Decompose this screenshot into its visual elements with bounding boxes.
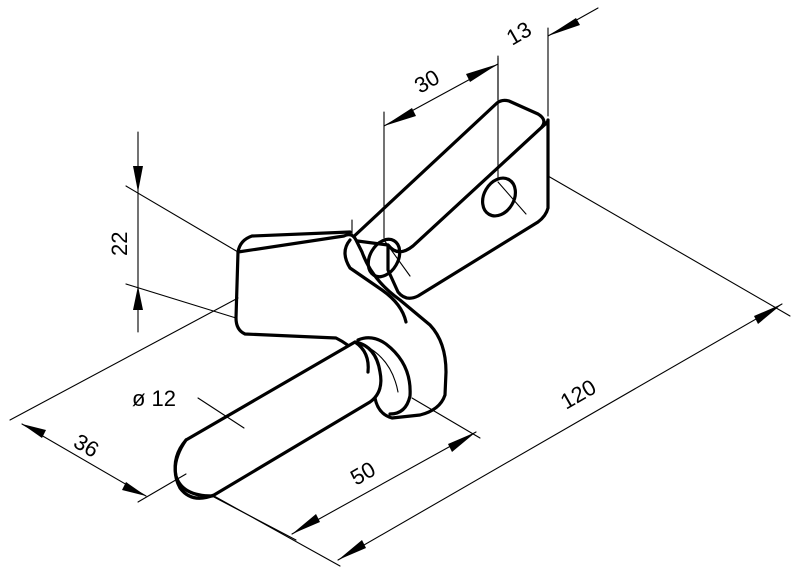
web-top-edge xyxy=(236,230,352,254)
flange-front-face xyxy=(386,118,550,300)
vertical-web xyxy=(234,233,448,420)
hole-right xyxy=(481,176,517,218)
ext-line-22-bottom xyxy=(125,283,237,319)
arrow-36-top xyxy=(22,424,46,438)
ext-line-120-right xyxy=(547,175,791,317)
ext-line-120-left xyxy=(213,495,341,567)
arrow-50-right xyxy=(448,432,476,452)
arrow-13 xyxy=(548,18,580,36)
dim-line-50 xyxy=(291,431,477,535)
arrow-30-left xyxy=(384,108,416,126)
pin-boss xyxy=(356,336,412,416)
arrow-22-top xyxy=(133,166,143,192)
flange-center-line xyxy=(383,239,411,277)
dim-text-13: 13 xyxy=(502,16,536,50)
arrow-120-left xyxy=(338,540,366,560)
arrow-36-bottom xyxy=(122,482,146,496)
ext-line-36-bottom xyxy=(137,473,187,503)
dim-text-50: 50 xyxy=(346,456,380,490)
arrow-30-right xyxy=(466,64,498,82)
dim-text-120: 120 xyxy=(556,374,600,414)
dim-line-120 xyxy=(337,303,783,561)
ext-line-36-top xyxy=(9,297,239,421)
bend-inner-curve xyxy=(343,238,408,324)
arrow-50-left xyxy=(292,514,320,534)
dim-text-36: 36 xyxy=(70,429,104,463)
arrow-22-bottom xyxy=(133,286,143,310)
leader-12 xyxy=(197,397,245,429)
pin-end xyxy=(173,438,214,498)
ext-line-22-top xyxy=(125,185,239,253)
arrow-120-right xyxy=(754,304,782,324)
dim-text-30: 30 xyxy=(410,64,444,98)
flange-center-line-2 xyxy=(497,181,527,215)
ext-line-50-right xyxy=(411,397,481,439)
pin-shoulder xyxy=(353,340,370,374)
dim-text-22: 22 xyxy=(107,232,132,256)
hole-left xyxy=(366,237,402,279)
dim-text-12: ø 12 xyxy=(132,386,176,411)
